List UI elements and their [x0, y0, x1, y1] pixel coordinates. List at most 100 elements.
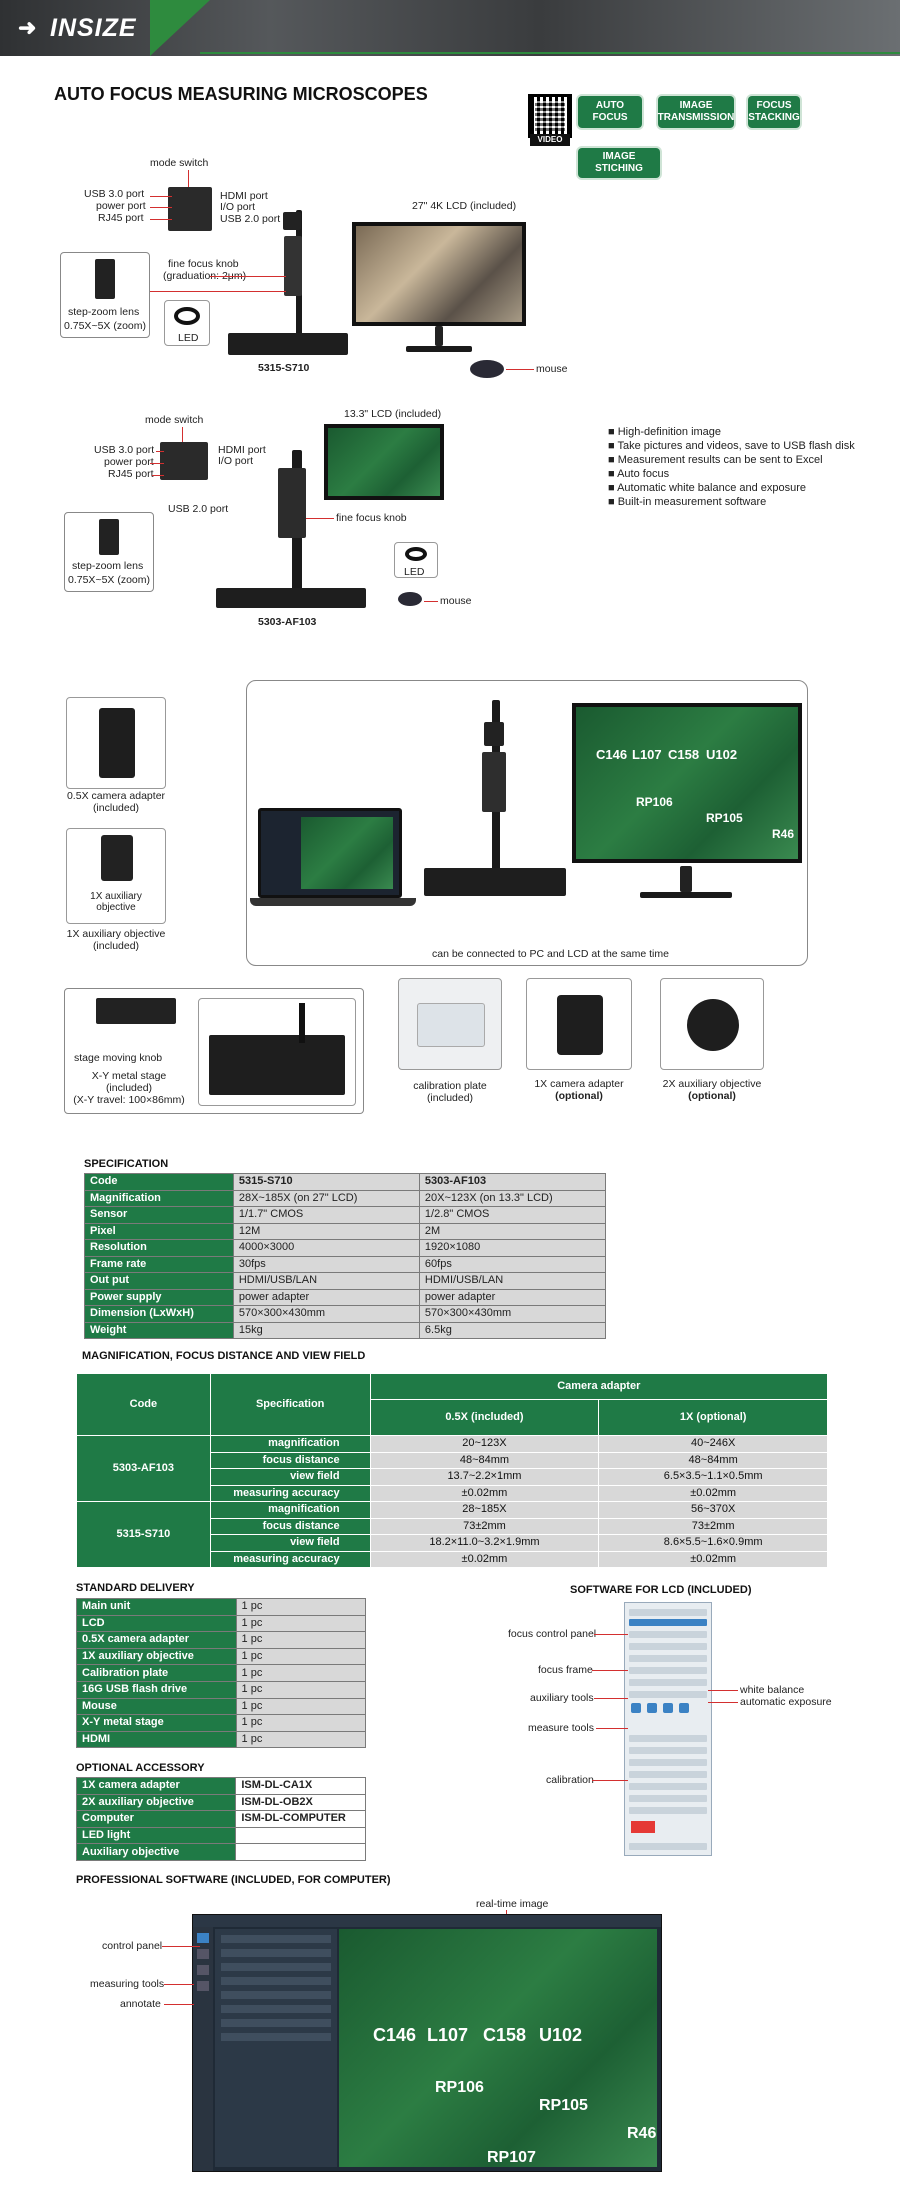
m2-control-box [160, 442, 208, 480]
pc-lcd-screen: C146 L107 C158 U102 RP106 RP105 R46 [572, 703, 802, 863]
header-banner: ➜ INSIZE [0, 0, 900, 56]
mag-value: 8.6×5.5~1.6×0.9mm [598, 1534, 828, 1552]
list-key: LED light [75, 1826, 237, 1845]
m1-graduation-label: (graduation: 2μm) [163, 270, 247, 282]
connect-caption: can be connected to PC and LCD at the sa… [432, 948, 669, 960]
m1-lcd-screen [352, 222, 526, 326]
m1-step-zoom-box [60, 252, 150, 338]
m2-led-thumb [394, 542, 438, 578]
laptop-screen [258, 808, 402, 898]
spec-value: 1/1.7" CMOS [232, 1206, 420, 1224]
list-key: 16G USB flash drive [76, 1680, 237, 1699]
spec-key: Resolution [84, 1239, 234, 1257]
m1-rj45-label: RJ45 port [98, 212, 144, 224]
bullet-item: ■ Measurement results can be sent to Exc… [608, 454, 823, 466]
mag-value: ±0.02mm [369, 1484, 600, 1502]
m1-power-label: power port [96, 200, 146, 212]
lcd-aux-tools-label: auxiliary tools [530, 1692, 594, 1704]
pc-control-panel[interactable] [215, 1929, 337, 2167]
spec-value: power adapter [418, 1288, 607, 1306]
list-value: 1 pc [235, 1730, 367, 1749]
cam-adapter-05-thumb [66, 697, 166, 789]
spec-value: 2M [418, 1222, 607, 1240]
list-key: 1X camera adapter [75, 1777, 237, 1795]
focus-control-row[interactable] [629, 1619, 707, 1626]
m1-control-box [168, 187, 212, 231]
pcb-label: C146 [596, 747, 628, 762]
cam-adapter-05-label: 0.5X camera adapter(included) [66, 790, 166, 814]
lcd-white-balance-label: white balance [740, 1684, 805, 1696]
pcb-label: R46 [627, 2125, 657, 2142]
m2-power-label: power port [104, 456, 154, 468]
stage-large-thumb [198, 998, 356, 1106]
qr-code-icon[interactable] [528, 94, 572, 138]
bullet-item: ■ Built-in measurement software [608, 496, 767, 508]
mag-value: 28~185X [369, 1501, 600, 1519]
pcb-label: C158 [483, 2025, 527, 2045]
pc-base [424, 868, 566, 896]
pc-software-window: C146 L107 C158 U102 RP106 RP105 RP107 R4… [192, 1914, 662, 2172]
mag-value: 56~370X [598, 1501, 828, 1519]
list-key: HDMI [76, 1730, 237, 1749]
list-value [235, 1826, 366, 1845]
pc-measuring-tools-label: measuring tools [90, 1978, 165, 1990]
lcd-calibration-label: calibration [546, 1774, 594, 1786]
aux-obj-1x-label: 1X auxiliary objective(included) [66, 928, 166, 952]
m2-model-name: 5303-AF103 [258, 616, 317, 628]
mag-value: 73±2mm [598, 1517, 828, 1535]
xy-stage-label: X-Y metal stage(included)(X-Y travel: 10… [73, 1070, 185, 1106]
pc-realtime-image: C146 L107 C158 U102 RP106 RP105 RP107 R4… [339, 1929, 657, 2167]
m2-mouse [398, 592, 422, 606]
spec-value: 6.5kg [418, 1321, 607, 1339]
brand-logo: INSIZE [50, 14, 137, 42]
calib-plate-thumb [398, 978, 502, 1070]
m2-step-zoom-box [64, 512, 154, 592]
delivery-title: STANDARD DELIVERY [76, 1582, 195, 1594]
list-key: LCD [76, 1614, 237, 1633]
m2-lcd-screen [324, 424, 444, 500]
feature-image-transmission: IMAGE TRANSMISSION [658, 96, 734, 128]
list-row: LED light [75, 1826, 366, 1845]
mag-spec: view field [209, 1534, 371, 1552]
spec-value: 60fps [418, 1255, 607, 1273]
spec-value: 5315-S710 [232, 1173, 420, 1191]
software-pc-title: PROFESSIONAL SOFTWARE (INCLUDED, FOR COM… [76, 1874, 391, 1886]
list-key: Auxiliary objective [75, 1843, 237, 1861]
mag-value: 6.5×3.5~1.1×0.5mm [598, 1468, 828, 1486]
spec-key: Pixel [84, 1222, 234, 1240]
m1-hdmi-label: HDMI port [220, 190, 268, 202]
aux-tool-icons[interactable] [631, 1703, 705, 1731]
mag-value: 48~84mm [369, 1451, 600, 1469]
mag-spec: magnification [209, 1435, 371, 1453]
mag-value: 20~123X [369, 1435, 600, 1453]
m2-mouse-label: mouse [440, 595, 472, 607]
mag-head-code: Code [76, 1373, 211, 1436]
m1-model-name: 5315-S710 [258, 362, 310, 374]
m2-zoom-label: 0.75X~5X (zoom) [68, 574, 151, 586]
list-key: 1X auxiliary objective [76, 1647, 237, 1666]
mag-spec: focus distance [209, 1451, 371, 1469]
m2-fine-focus-label: fine focus knob [336, 512, 407, 524]
list-key: Main unit [76, 1598, 237, 1616]
lcd-software-panel [624, 1602, 712, 1856]
m1-mouse-label: mouse [536, 363, 568, 375]
pc-tool-strip[interactable] [193, 1927, 213, 2171]
m2-hdmi-label: HDMI port [218, 444, 266, 456]
m1-mouse [470, 360, 504, 378]
lcd-focus-frame-label: focus frame [538, 1664, 593, 1676]
